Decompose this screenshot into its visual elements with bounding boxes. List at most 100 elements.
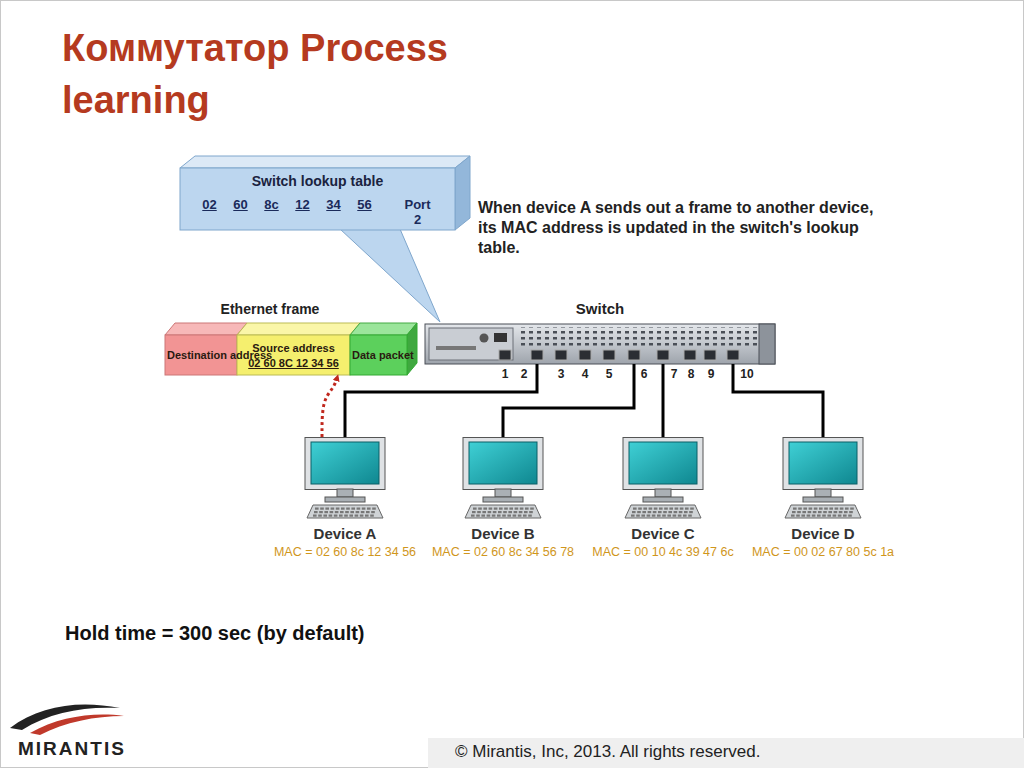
computer-icon — [781, 437, 865, 519]
keyboard-key — [489, 508, 493, 510]
network-cable — [345, 364, 537, 437]
table-cell: 12 — [287, 197, 318, 227]
keyboard-key — [503, 511, 507, 513]
monitor-stand — [495, 489, 511, 497]
monitor-frame — [463, 438, 543, 490]
keyboard — [465, 505, 541, 518]
frame-top-face — [237, 323, 360, 335]
monitor-stand — [337, 489, 353, 497]
keyboard-key — [356, 511, 360, 513]
frame-send-arrow — [322, 375, 338, 437]
port-number: 5 — [606, 367, 613, 381]
keyboard-key — [497, 515, 501, 517]
table-cell: 60 — [225, 197, 256, 227]
keyboard-key — [807, 515, 811, 517]
table-cell: 8c — [256, 197, 287, 227]
keyboard-key — [814, 508, 818, 510]
monitor-base — [803, 497, 843, 502]
keyboard-key — [482, 511, 486, 513]
monitor-screen — [629, 442, 697, 484]
device-computer: Device AMAC = 02 60 8c 12 34 56 — [266, 437, 424, 559]
label-wrap: 8 — [688, 367, 695, 381]
keyboard-key — [498, 511, 502, 513]
keyboard-key — [324, 511, 328, 513]
keyboard-key — [797, 511, 801, 513]
keyboard — [307, 505, 383, 518]
keyboard-key — [325, 508, 329, 510]
device-computer: Device DMAC = 00 02 67 80 5c 1a — [744, 437, 902, 559]
switch-illustration — [425, 324, 775, 364]
port-number: 3 — [558, 367, 565, 381]
keyboard-key — [492, 515, 496, 517]
keyboard-key — [652, 515, 656, 517]
monitor-stand — [815, 489, 831, 497]
keyboard-key — [819, 508, 823, 510]
label-wrap: 10 — [740, 367, 753, 381]
keyboard-key — [801, 515, 805, 517]
keyboard-key — [350, 511, 354, 513]
keyboard-key — [793, 508, 797, 510]
keyboard-key — [808, 511, 812, 513]
keyboard-key — [678, 515, 682, 517]
label-wrap: 6 — [641, 367, 648, 381]
keyboard-key — [658, 511, 662, 513]
keyboard-key — [822, 515, 826, 517]
label-wrap: 4 — [582, 367, 589, 381]
keyboard-key — [365, 515, 369, 517]
keyboard — [785, 505, 861, 518]
keyboard-key — [314, 511, 318, 513]
keyboard-key — [680, 508, 684, 510]
keyboard-key — [642, 511, 646, 513]
keyboard-key — [689, 511, 693, 513]
logo-text: MIRANTIS — [18, 738, 126, 760]
keyboard-key — [360, 515, 364, 517]
port-jack — [603, 350, 615, 360]
switch-vents — [517, 327, 757, 346]
monitor-base — [483, 497, 523, 502]
keyboard-key — [663, 511, 667, 513]
keyboard-key — [643, 508, 647, 510]
keyboard-key — [357, 508, 361, 510]
network-cable — [733, 364, 823, 437]
monitor-screen — [789, 442, 857, 484]
keyboard-key — [372, 508, 376, 510]
keyboard-key — [828, 511, 832, 513]
keyboard-key — [843, 515, 847, 517]
footer-band — [428, 738, 1024, 768]
keyboard-key — [673, 515, 677, 517]
port-jack — [555, 350, 567, 360]
keyboard-key — [647, 515, 651, 517]
keyboard — [625, 505, 701, 518]
keyboard-key — [839, 511, 843, 513]
keyboard-key — [641, 515, 645, 517]
copyright-text: © Mirantis, Inc, 2013. All rights reserv… — [455, 742, 760, 762]
switch-box: Switch — [425, 300, 775, 364]
label-wrap: © Mirantis, Inc, 2013. All rights reserv… — [455, 742, 760, 762]
keyboard-key — [845, 508, 849, 510]
keyboard-key — [529, 511, 533, 513]
frame-field-box: Source address02 60 8C 12 34 56 — [237, 335, 350, 375]
keyboard-key — [362, 508, 366, 510]
keyboard-key — [802, 511, 806, 513]
keyboard-key — [488, 511, 492, 513]
callout-top-face — [180, 156, 470, 168]
keyboard-key — [523, 515, 527, 517]
keyboard-key — [823, 511, 827, 513]
keyboard-key — [648, 511, 652, 513]
monitor-frame — [783, 438, 863, 490]
computer-icon — [303, 437, 387, 519]
keyboard-key — [524, 511, 528, 513]
table-cell: 02 — [194, 197, 225, 227]
title-wrap: Коммутатор Process learning — [62, 22, 462, 126]
keyboard-key — [796, 515, 800, 517]
keyboard-key — [345, 511, 349, 513]
monitor-frame — [623, 438, 703, 490]
keyboard-key — [371, 511, 375, 513]
port-jack — [727, 350, 739, 360]
callout-tail — [340, 229, 440, 322]
monitor-screen — [469, 442, 537, 484]
keyboard-key — [792, 511, 796, 513]
keyboard-key — [829, 508, 833, 510]
keyboard-key — [657, 515, 661, 517]
